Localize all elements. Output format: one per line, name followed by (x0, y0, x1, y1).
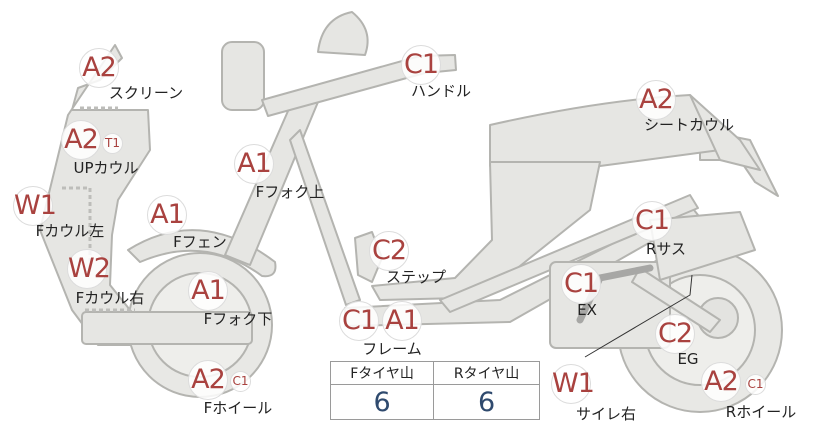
screen-grade: A2 (79, 48, 119, 88)
exhaust-label: EX (577, 301, 597, 319)
r-wheel-label: Rホイール (725, 403, 797, 421)
rear-tire-tread-header: Rタイヤ山 (433, 361, 540, 385)
silencer-right-grade: W1 (551, 364, 595, 404)
front-tire-tread-value: 6 (329, 384, 435, 420)
swingarm-shape (631, 267, 721, 333)
f-cowl-left-label: Fカウル左 (35, 222, 105, 240)
r-suspension-grade: C1 (632, 201, 672, 241)
engine-grade: C2 (655, 314, 695, 354)
tire-tread-table: Fタイヤ山 Rタイヤ山 6 6 (329, 361, 540, 420)
f-cowl-left-grade: W1 (13, 186, 57, 226)
fork-lower-shape (81, 311, 253, 345)
frame-grade-1: C1 (339, 301, 379, 341)
f-wheel-grade: A2 (188, 360, 228, 400)
up-cowl-label: UPカウル (73, 159, 139, 177)
f-wheel-subgrade: C1 (230, 371, 251, 392)
silencer-leader (584, 274, 693, 358)
engine-label: EG (677, 350, 699, 368)
f-cowl-right-grade: W2 (67, 249, 111, 289)
fork-brace (289, 129, 361, 306)
up-cowl-grade: A2 (61, 120, 101, 160)
r-wheel-subgrade: C1 (745, 374, 766, 395)
front-tire-tread-header: Fタイヤ山 (329, 361, 435, 385)
f-fender-label: Fフェン (173, 233, 227, 251)
f-fork-lower-label: Fフォク下 (203, 310, 273, 328)
headlight-shape (221, 41, 265, 111)
r-suspension-label: Rサス (645, 240, 687, 258)
handle-grade: C1 (401, 45, 441, 85)
f-fender-grade: A1 (147, 195, 187, 235)
frame-grade-2: A1 (382, 301, 422, 341)
rear-tire-tread-value: 6 (433, 384, 540, 420)
r-wheel-grade: A2 (701, 362, 741, 402)
step-label: ステップ (385, 268, 447, 286)
silencer-right-label: サイレ右 (575, 405, 637, 423)
screen-label: スクリーン (108, 84, 184, 102)
cowl-seam-left (62, 186, 92, 270)
seat-cowl-tail (689, 94, 761, 171)
tire-table-value-row: 6 6 (329, 384, 540, 420)
step-grade: C2 (369, 231, 409, 271)
seat-cowl-grade: A2 (636, 80, 676, 120)
f-fork-upper-label: Fフォク上 (255, 183, 325, 201)
seat-cowl-label: シートカウル (643, 116, 735, 134)
mirror-shape (317, 11, 369, 56)
f-cowl-right-label: Fカウル右 (75, 289, 145, 307)
frame-label: フレーム (362, 340, 422, 358)
handle-label: ハンドル (410, 82, 472, 100)
f-fork-lower-grade: A1 (188, 271, 228, 311)
up-cowl-subgrade: T1 (102, 133, 123, 154)
rear-shock-shape (649, 211, 756, 281)
f-fork-upper-grade: A1 (234, 144, 274, 184)
exhaust-grade: C1 (561, 264, 601, 304)
tire-table-header-row: Fタイヤ山 Rタイヤ山 (329, 361, 540, 385)
frame-shape (371, 161, 601, 301)
f-wheel-label: Fホイール (203, 399, 273, 417)
